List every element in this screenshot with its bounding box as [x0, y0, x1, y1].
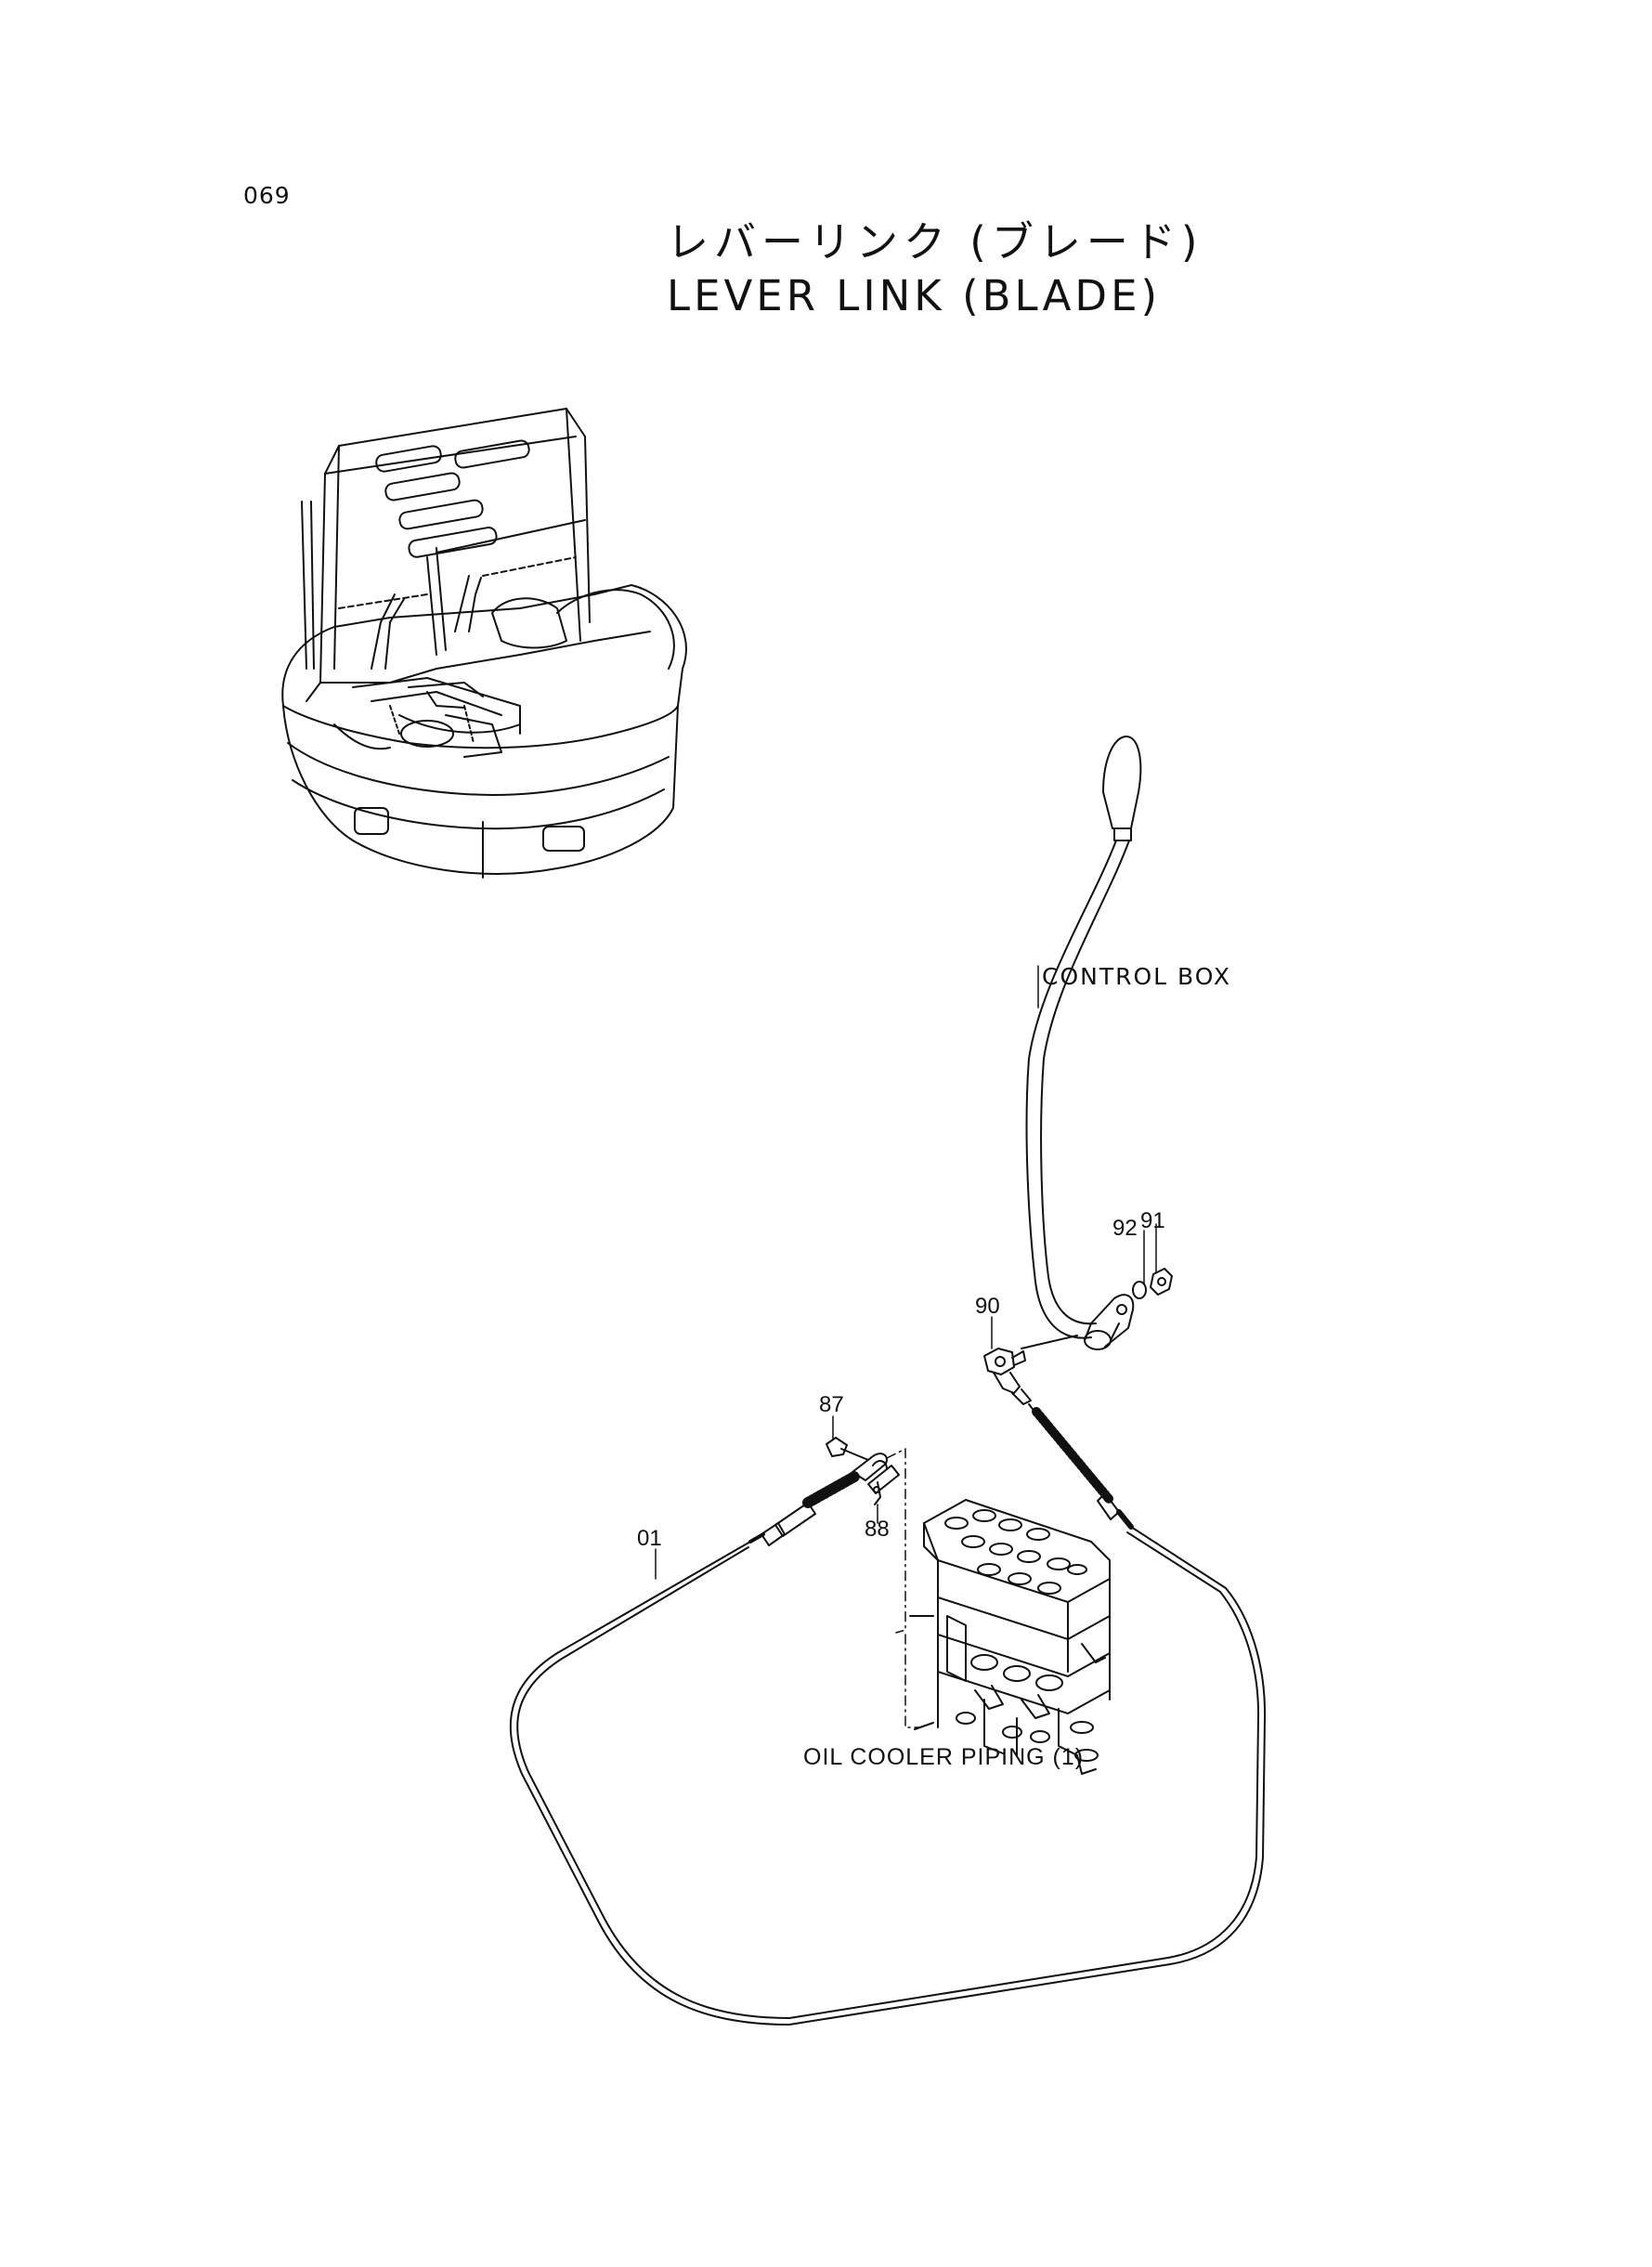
callout-leaders [655, 965, 1157, 1580]
title-block: レバーリンク (ブレード) LEVER LINK (BLADE) [667, 215, 1203, 323]
control-valve-block [904, 1499, 1111, 1775]
callout-92: 92 [1112, 1216, 1138, 1241]
ball-joint-90 [983, 1335, 1078, 1405]
bolt-87-pin-88 [826, 1437, 906, 1634]
oil-cooler-piping-label: OIL COOLER PIPING (1) [803, 1744, 1084, 1770]
excavator-overview-illustration [281, 408, 687, 879]
page-number: 069 [243, 182, 291, 209]
callout-88: 88 [865, 1517, 890, 1542]
title-english: LEVER LINK (BLADE) [667, 271, 1162, 320]
callout-87: 87 [819, 1392, 844, 1417]
callout-91: 91 [1140, 1208, 1165, 1233]
title-japanese: レバーリンク (ブレード) [667, 217, 1203, 267]
callout-01: 01 [637, 1526, 662, 1551]
control-box-label: CONTROL BOX [1042, 963, 1231, 990]
control-cable-01 [509, 1403, 1267, 2026]
control-lever [1025, 735, 1173, 1350]
callout-90: 90 [975, 1294, 1000, 1319]
